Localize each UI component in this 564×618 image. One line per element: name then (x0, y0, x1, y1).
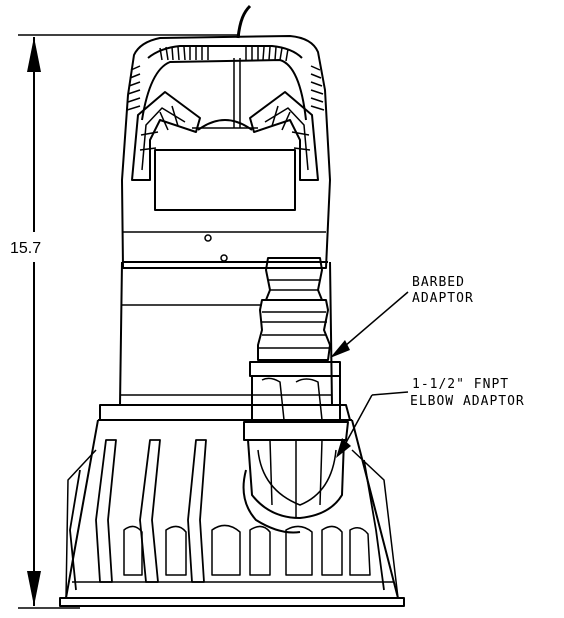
motor-housing (121, 35, 331, 269)
dimension-arrow-bottom (27, 571, 41, 606)
height-dimension-value: 15.7 (10, 240, 41, 257)
elbow-adaptor (242, 361, 349, 534)
side-vent-left (126, 65, 141, 111)
barbed-arrow (330, 340, 350, 358)
side-vent-right (310, 65, 325, 111)
elbow-label-line1: 1-1/2" FNPT (412, 377, 509, 392)
left-buttress (131, 91, 201, 181)
barbed-label-line2: ADAPTOR (412, 291, 474, 306)
pump-body (119, 261, 333, 406)
top-vent-fins (159, 46, 289, 62)
strainer-fins (69, 439, 385, 591)
barbed-adaptor (257, 257, 331, 361)
dimension-arrow-top (27, 37, 41, 72)
strainer-windows (123, 524, 371, 576)
label-panel (154, 149, 296, 211)
right-buttress (249, 91, 319, 181)
elbow-arrow (336, 438, 351, 458)
power-cord (236, 4, 252, 39)
callout-leaders (330, 291, 409, 458)
elbow-label-line2: ELBOW ADAPTOR (410, 394, 525, 409)
strainer-base (59, 404, 405, 607)
barbed-label-line1: BARBED (412, 275, 465, 290)
height-dimension: 15.7 (10, 34, 240, 609)
